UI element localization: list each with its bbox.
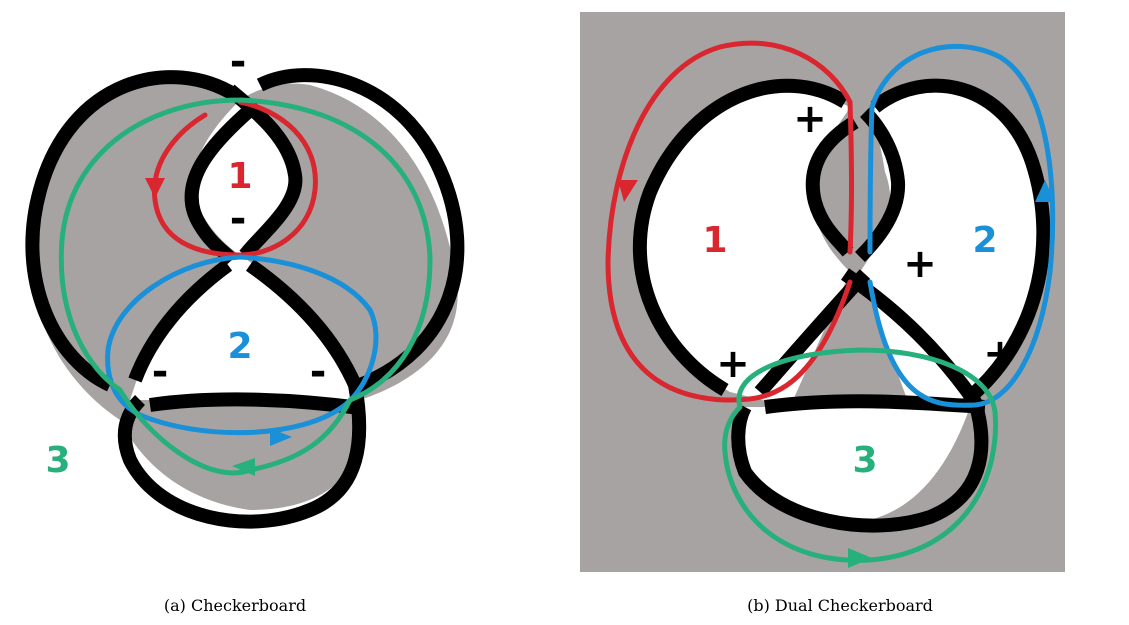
unshaded-region-2: [130, 255, 360, 400]
unshaded-region-3: [737, 407, 970, 524]
crossing-sign: +: [983, 331, 1017, 377]
region-label-1: 1: [702, 220, 727, 261]
green-arrow: [232, 458, 255, 476]
caption-a: (a) Checkerboard: [163, 596, 307, 615]
red-arrow: [145, 178, 165, 198]
dual-checkerboard-diagram: 1 2 3 + + + +: [580, 12, 1065, 572]
caption-b: (b) Dual Checkerboard: [747, 596, 933, 615]
crossing-sign: +: [716, 341, 750, 387]
green-arrow: [848, 548, 872, 568]
crossing-sign: +: [793, 96, 827, 142]
blue-loop: [105, 254, 379, 436]
knot-strands: [25, 68, 465, 529]
crossing-sign: -: [310, 349, 327, 395]
green-loop: [722, 347, 999, 563]
knot-strands: [632, 78, 1051, 533]
region-label-2: 2: [972, 220, 997, 261]
checkerboard-diagram: 1 2 3 - - - -: [25, 40, 465, 529]
crossing-sign: -: [152, 349, 169, 395]
unshaded-region-1: [639, 92, 850, 407]
crossing-sign: -: [230, 40, 247, 85]
region-label-1: 1: [227, 156, 252, 197]
red-arrow: [618, 180, 638, 202]
crossing-sign: -: [230, 196, 247, 242]
region-label-3: 3: [45, 440, 70, 481]
blue-loop: [867, 43, 1056, 408]
crossing-sign: +: [903, 241, 937, 287]
blue-arrow: [270, 428, 292, 446]
blue-arrow: [1035, 180, 1055, 202]
region-label-2: 2: [227, 326, 252, 367]
region-label-3: 3: [852, 440, 877, 481]
